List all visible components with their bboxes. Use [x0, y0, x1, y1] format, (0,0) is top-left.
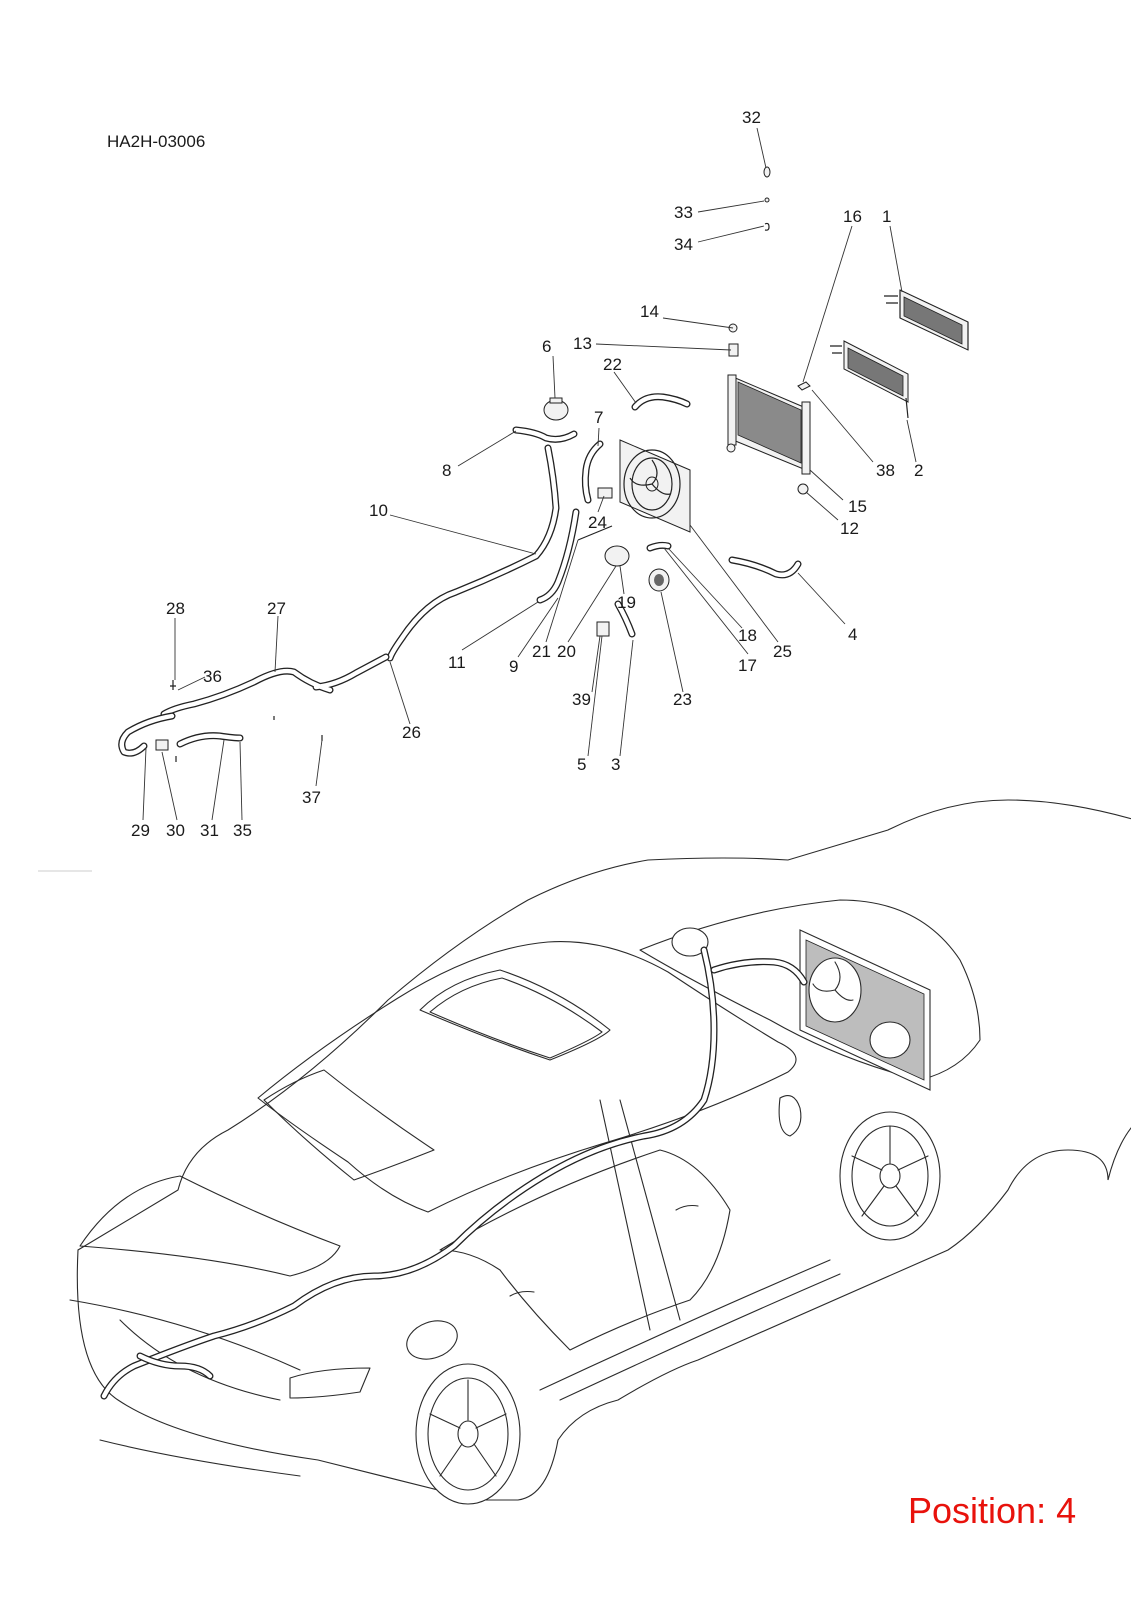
part-6-expansion-tank [543, 397, 569, 421]
callout-15: 15 [848, 497, 867, 516]
callout-22: 22 [603, 355, 622, 374]
part-10-hose [386, 444, 560, 662]
part-11-hose [536, 508, 580, 604]
callout-33: 33 [674, 203, 693, 222]
callout-2: 2 [914, 461, 923, 480]
callout-30: 30 [166, 821, 185, 840]
callout-37: 37 [302, 788, 321, 807]
cooling-fan-shroud [619, 439, 691, 533]
part-34-clip [764, 222, 770, 231]
callout-11: 11 [448, 653, 466, 672]
part-21-pipe [577, 525, 613, 541]
callout-31: 31 [200, 821, 219, 840]
callout-16: 16 [843, 207, 862, 226]
exploded-parts-view: 32 33 34 16 1 14 13 6 22 7 8 38 2 15 12 … [118, 108, 969, 840]
callout-10: 10 [369, 501, 388, 520]
part-33-washer [764, 197, 770, 203]
callout-36: 36 [203, 667, 222, 686]
part-23-pump [648, 568, 670, 592]
part-32-cap [763, 166, 771, 178]
callout-9: 9 [509, 657, 518, 676]
part-8-hose [512, 426, 578, 443]
callout-23: 23 [673, 690, 692, 709]
part-30-valve [155, 739, 169, 751]
front-wheel [839, 1111, 941, 1241]
callout-32: 32 [742, 108, 761, 127]
radiator-assembly [726, 323, 811, 495]
callout-38: 38 [876, 461, 895, 480]
part-1-heat-exchanger [884, 289, 969, 351]
part-29-hose [118, 712, 176, 757]
part-3-hose [614, 600, 636, 638]
callout-8: 8 [442, 461, 451, 480]
callout-34: 34 [674, 235, 693, 254]
callout-21: 21 [532, 642, 551, 661]
callout-12: 12 [840, 519, 859, 538]
vehicle-illustration [69, 799, 1131, 1505]
callout-19: 19 [617, 593, 636, 612]
part-17-hose [646, 541, 672, 552]
callout-35: 35 [233, 821, 252, 840]
part-27-hose [160, 653, 390, 718]
callout-28: 28 [166, 599, 185, 618]
part-4-hose [728, 556, 802, 579]
callout-27: 27 [267, 599, 286, 618]
part-22-hose [631, 393, 691, 411]
part-35-fastener [175, 716, 275, 762]
callout-numbers: 32 33 34 16 1 14 13 6 22 7 8 38 2 15 12 … [131, 108, 923, 840]
rear-wheel [415, 1363, 521, 1505]
callout-7: 7 [594, 408, 603, 427]
part-39-bracket [596, 621, 610, 637]
callout-20: 20 [557, 642, 576, 661]
callout-6: 6 [542, 337, 551, 356]
callout-5: 5 [577, 755, 586, 774]
part-7-hose [581, 440, 604, 504]
part-2-condenser [830, 340, 909, 419]
callout-4: 4 [848, 625, 857, 644]
callout-39: 39 [572, 690, 591, 709]
callout-26: 26 [402, 723, 421, 742]
part-20-pump [604, 545, 630, 567]
leader-lines [142, 127, 917, 821]
callout-3: 3 [611, 755, 620, 774]
part-24-bracket [597, 487, 613, 499]
part-31-hose [176, 732, 244, 748]
callout-17: 17 [738, 656, 757, 675]
callout-14: 14 [640, 302, 659, 321]
diagram-code: HA2H-03006 [107, 132, 206, 151]
callout-13: 13 [573, 334, 592, 353]
position-label: Position: 4 [908, 1490, 1077, 1531]
callout-18: 18 [738, 626, 757, 645]
callout-1: 1 [882, 207, 891, 226]
callout-25: 25 [773, 642, 792, 661]
engine-bay-cooling-components [671, 927, 931, 1091]
callout-29: 29 [131, 821, 150, 840]
part-28-clip [170, 680, 176, 690]
callout-24: 24 [588, 513, 607, 532]
